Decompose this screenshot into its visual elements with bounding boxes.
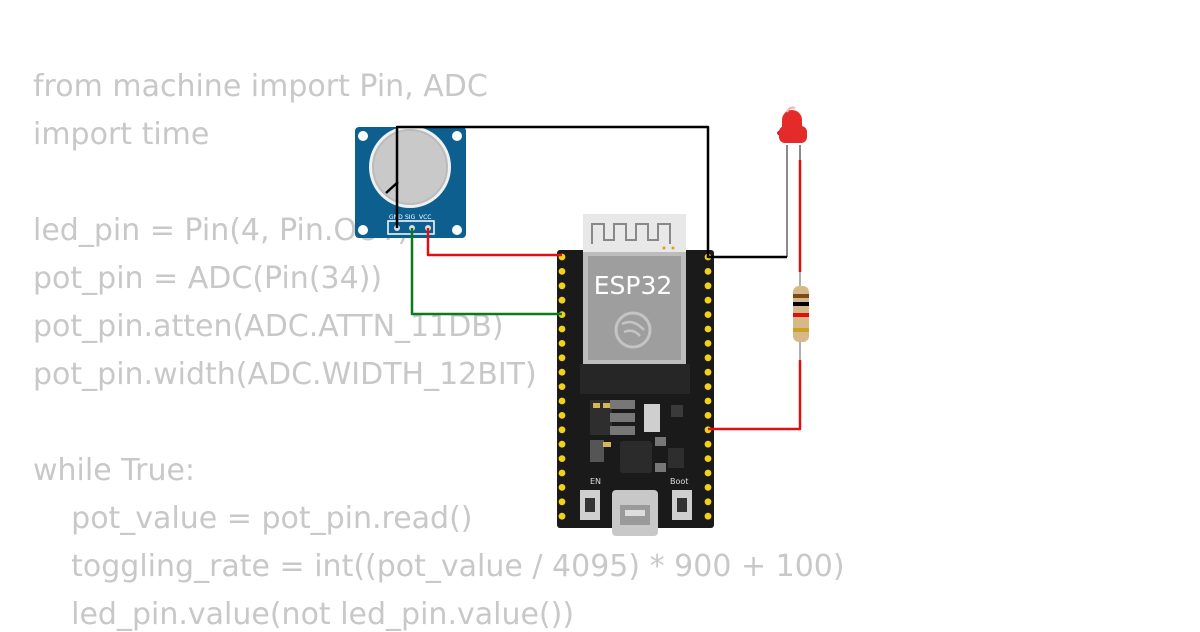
header-pin[interactable]: [704, 455, 712, 462]
header-pin[interactable]: [704, 368, 712, 376]
potentiometer-module[interactable]: GND SIG VCC: [355, 126, 466, 238]
code-line-12: led_pin.value(not led_pin.value()): [33, 597, 575, 632]
header-pin[interactable]: [558, 426, 566, 434]
module-edge: [580, 364, 690, 394]
code-line-7: pot_pin.width(ADC.WIDTH_12BIT): [33, 357, 537, 392]
red-led[interactable]: [777, 106, 807, 258]
header-pin[interactable]: [704, 268, 712, 275]
mount-hole: [452, 225, 462, 235]
header-pin[interactable]: [704, 311, 712, 318]
boot-label: Boot: [670, 477, 688, 486]
header-pin[interactable]: [704, 325, 712, 333]
usb-uart-chip: [620, 441, 652, 473]
header-pin[interactable]: [558, 498, 566, 506]
header-pin[interactable]: [558, 340, 566, 347]
wire-resistor-to-pin4: [708, 360, 802, 431]
header-pin[interactable]: [704, 498, 712, 506]
header-pin[interactable]: [704, 512, 712, 520]
antenna-trace: [591, 223, 671, 244]
en-label: EN: [590, 477, 601, 486]
pot-pin-label-sig: SIG: [405, 214, 416, 221]
header-pin[interactable]: [704, 282, 712, 290]
header-pin[interactable]: [558, 440, 566, 448]
code-line-5: pot_pin = ADC(Pin(34)): [33, 261, 383, 296]
header-pin[interactable]: [558, 282, 566, 290]
pot-pin-label-vcc: VCC: [419, 214, 431, 221]
wire-gnd-to-board: [395, 125, 710, 258]
header-pin[interactable]: [704, 412, 712, 419]
header-pin[interactable]: [704, 469, 712, 477]
mount-hole: [358, 131, 368, 141]
header-pin[interactable]: [704, 383, 712, 390]
esp32-board[interactable]: ESP32 EN Boot: [557, 214, 714, 536]
header-pin[interactable]: [558, 368, 566, 376]
header-pin[interactable]: [704, 296, 712, 304]
code-line-6: pot_pin.atten(ADC.ATTN_11DB): [33, 309, 504, 344]
esp32-label: ESP32: [594, 271, 673, 300]
header-pin[interactable]: [558, 484, 566, 491]
code-line-2: import time: [33, 117, 210, 152]
code-line-1: from machine import Pin, ADC: [33, 69, 488, 104]
right-pin-header: [704, 253, 712, 520]
code-line-9: while True:: [33, 453, 196, 488]
knob[interactable]: [372, 129, 448, 205]
regulator: [590, 400, 612, 435]
header-pin[interactable]: [558, 412, 566, 419]
header-pin[interactable]: [558, 296, 566, 304]
header-pin[interactable]: [558, 512, 566, 520]
header-pin[interactable]: [558, 469, 566, 477]
mount-hole: [452, 131, 462, 141]
espressif-logo: [614, 311, 652, 349]
header-pin[interactable]: [558, 383, 566, 390]
code-line-11: toggling_rate = int((pot_value / 4095) *…: [33, 549, 845, 584]
mount-hole: [358, 225, 368, 235]
wire-sig-to-pin34: [410, 228, 562, 316]
voltage-regulator: [644, 404, 660, 432]
header-pin[interactable]: [704, 397, 712, 405]
header-pin[interactable]: [704, 354, 712, 362]
code-line-10: pot_value = pot_pin.read(): [33, 501, 473, 536]
header-pin[interactable]: [704, 340, 712, 347]
header-pin[interactable]: [558, 268, 566, 275]
header-pin[interactable]: [558, 455, 566, 462]
resistor[interactable]: [793, 272, 809, 360]
wifi-module-antenna: [583, 214, 686, 256]
header-pin[interactable]: [558, 397, 566, 405]
header-pin[interactable]: [704, 440, 712, 448]
header-pin[interactable]: [558, 325, 566, 333]
header-pin[interactable]: [558, 354, 566, 362]
header-pin[interactable]: [704, 484, 712, 491]
wifi-shield: [588, 256, 681, 360]
wire-vcc-to-3v3: [426, 228, 562, 257]
